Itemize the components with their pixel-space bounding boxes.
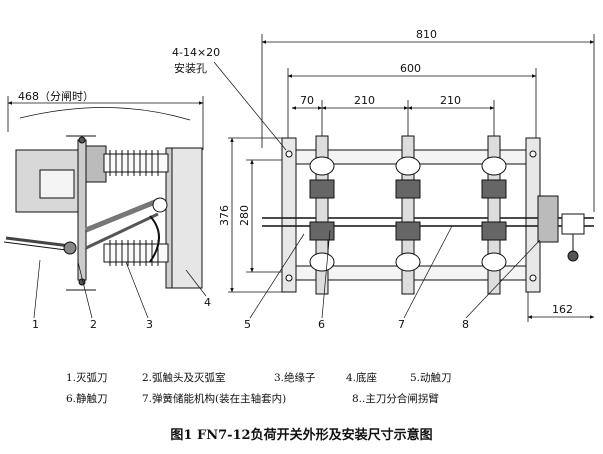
callout-2: 2 bbox=[90, 318, 97, 331]
legend-item-5: 5.动触刀 bbox=[410, 372, 452, 384]
dim-height-overall: 376 bbox=[218, 205, 231, 226]
phase-a bbox=[309, 135, 335, 295]
callout-6: 6 bbox=[318, 318, 325, 331]
upper-insulator bbox=[103, 150, 169, 176]
phase-b bbox=[395, 135, 421, 295]
legend-item-8: 8..主刀分合闸拐臂 bbox=[352, 393, 439, 405]
callout-7: 7 bbox=[398, 318, 405, 331]
legend-item-3: 3.绝缘子 bbox=[274, 372, 316, 384]
legend-item-4: 4.底座 bbox=[346, 372, 378, 384]
callout-8: 8 bbox=[462, 318, 469, 331]
side-view bbox=[3, 96, 207, 319]
figure-caption: 图1 FN7-12负荷开关外形及安装尺寸示意图 bbox=[170, 428, 433, 443]
callout-4: 4 bbox=[204, 296, 211, 309]
dim-overall-width: 810 bbox=[416, 28, 437, 41]
dim-height-inner: 280 bbox=[238, 205, 251, 226]
callout-3: 3 bbox=[146, 318, 153, 331]
legend-item-7: 7.弹簧储能机构(装在主轴套内) bbox=[142, 393, 287, 405]
phase-c bbox=[481, 135, 507, 295]
legend-item-6: 6.静触刀 bbox=[66, 393, 108, 405]
dim-pitch-2: 210 bbox=[440, 94, 461, 107]
front-view bbox=[213, 34, 595, 322]
dim-hole-span: 600 bbox=[400, 62, 421, 75]
holes-label-line1: 4-14×20 bbox=[172, 46, 220, 59]
legend-item-1: 1.灭弧刀 bbox=[66, 372, 108, 384]
dim-right-offset: 162 bbox=[552, 303, 573, 316]
callout-5: 5 bbox=[244, 318, 251, 331]
callout-1: 1 bbox=[32, 318, 39, 331]
dim-open-width: 468（分闸时） bbox=[18, 90, 94, 103]
holes-label-line2: 安装孔 bbox=[174, 61, 207, 75]
lower-insulator bbox=[103, 240, 169, 266]
dim-pitch-1: 210 bbox=[354, 94, 375, 107]
dim-left-offset: 70 bbox=[300, 94, 314, 107]
legend-item-2: 2.弧触头及灭弧室 bbox=[142, 372, 226, 384]
